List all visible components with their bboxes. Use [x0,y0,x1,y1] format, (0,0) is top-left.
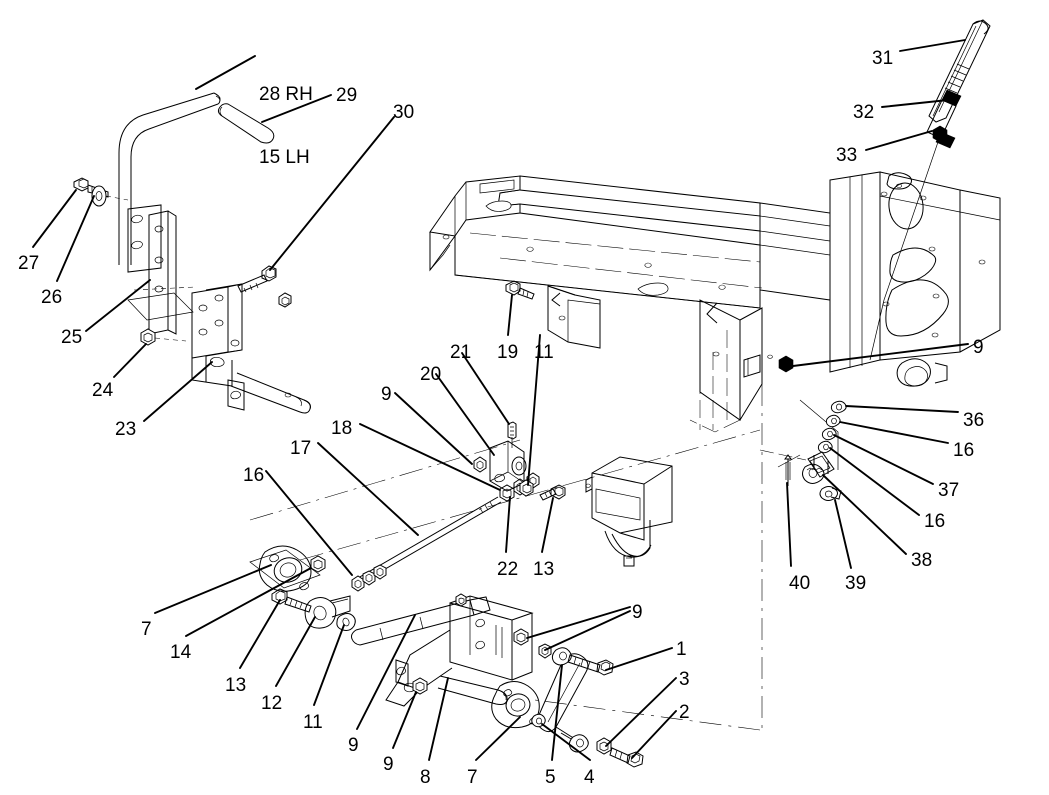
callout-37[interactable]: 37 [938,480,960,501]
callout-18[interactable]: 18 [331,418,353,439]
callout-16-upper-right[interactable]: 16 [953,440,975,461]
callout-1[interactable]: 1 [676,639,687,660]
bearing-flange-left [249,545,491,646]
callout-9-damper[interactable]: 9 [632,602,643,623]
callout-29[interactable]: 29 [336,85,358,106]
callout-21[interactable]: 21 [450,342,472,363]
callout-7-flange-lower[interactable]: 7 [467,767,478,788]
callout-15lh-label: 15 LH [259,147,310,169]
callout-36[interactable]: 36 [963,410,985,431]
callout-8[interactable]: 8 [420,767,431,788]
callout-40[interactable]: 40 [789,573,811,594]
callout-33[interactable]: 33 [836,145,858,166]
handle-tube-assembly [118,92,275,265]
callout-5[interactable]: 5 [545,767,556,788]
callout-14[interactable]: 14 [170,642,192,663]
callout-3[interactable]: 3 [679,669,690,690]
callout-11-lower[interactable]: 11 [303,712,323,733]
callout-28rh-label: 28 RH [259,83,313,105]
callout-9-lower-b[interactable]: 9 [383,754,394,775]
callout-23[interactable]: 23 [115,419,137,440]
callout-20[interactable]: 20 [420,364,442,385]
gearbox-block [585,456,673,567]
callout-22[interactable]: 22 [497,559,519,580]
callout-19[interactable]: 19 [497,342,519,363]
callout-25[interactable]: 25 [61,327,83,348]
callout-31[interactable]: 31 [872,48,894,69]
callout-24[interactable]: 24 [92,380,114,401]
callout-39[interactable]: 39 [845,573,867,594]
callout-28rh-15lh[interactable]: 28 RH 15 LH [259,41,313,211]
right-link-stack [759,399,847,501]
upright-post-bracket [73,177,194,346]
callout-13-lower[interactable]: 13 [225,675,247,696]
callout-16-lower-right[interactable]: 16 [924,511,946,532]
pivot-bracket-arm [133,265,311,414]
callout-9-frame[interactable]: 9 [973,337,984,358]
callout-30[interactable]: 30 [393,102,415,123]
callout-17[interactable]: 17 [290,438,312,459]
callout-11-upper[interactable]: 11 [534,342,554,363]
callout-16-rod[interactable]: 16 [243,465,265,486]
leader-lines [32,39,969,761]
callout-32[interactable]: 32 [853,102,875,123]
callout-2[interactable]: 2 [679,702,690,723]
callout-9-lower-a[interactable]: 9 [348,735,359,756]
lower-center-bracket [385,593,540,729]
callout-26[interactable]: 26 [41,287,63,308]
callout-9-clevis[interactable]: 9 [381,384,392,405]
jackscrew-assembly [869,19,991,361]
callout-38[interactable]: 38 [911,550,933,571]
callout-27[interactable]: 27 [18,253,40,274]
callout-13-upper[interactable]: 13 [533,559,555,580]
callout-4[interactable]: 4 [584,767,595,788]
main-frame-assembly [429,171,1001,731]
callout-7-flange-left[interactable]: 7 [141,619,152,640]
callout-12[interactable]: 12 [261,693,283,714]
